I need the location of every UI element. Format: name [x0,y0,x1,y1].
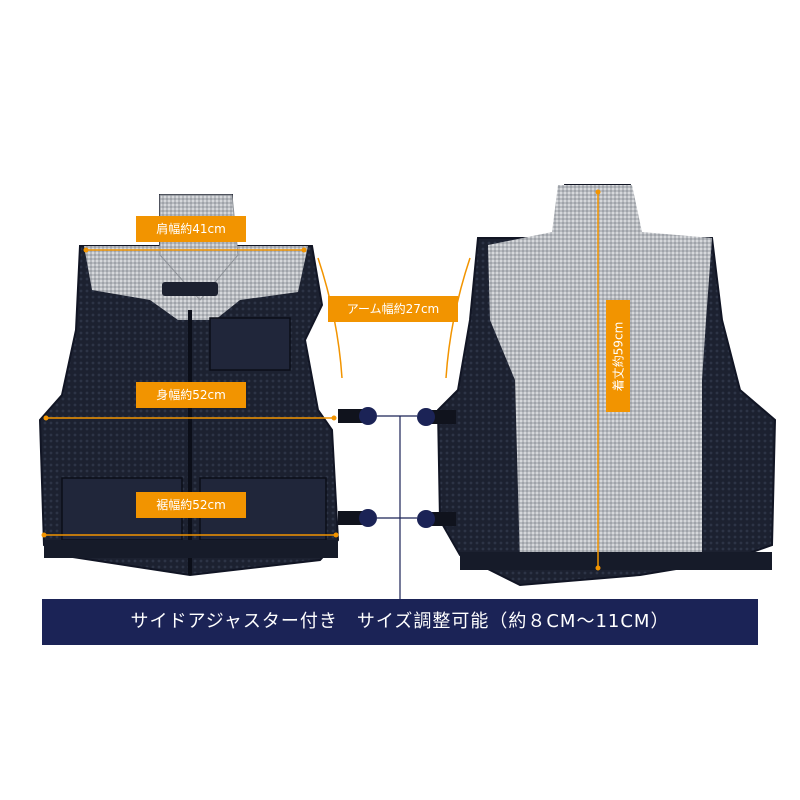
arm-width-label: アーム幅約27cm [328,296,458,322]
adjuster-strap-lower-back [428,512,456,526]
hem-width-label: 裾幅約52cm [136,492,246,518]
adjuster-banner: サイドアジャスター付き サイズ調整可能（約８CM～11CM） [42,599,758,645]
back-reflective-panel [488,185,712,570]
body-width-label: 身幅約52cm [136,382,246,408]
back-hem-band [460,552,772,570]
adjuster-connector-line [377,415,417,600]
adjuster-dot-lower-front [359,509,377,527]
chest-pocket [209,317,291,371]
adjuster-strap-lower-front [338,511,366,525]
length-label-text: 着丈約59cm [611,321,626,391]
adjuster-dot-lower-back [417,510,435,528]
front-hem-band [44,540,338,558]
adjuster-strap-upper-front [338,409,366,423]
length-label: 着丈約59cm [606,300,630,412]
side-adjusters [338,407,456,600]
shoulder-width-label: 肩幅約41cm [136,216,246,242]
adjuster-strap-upper-back [428,410,456,424]
adjuster-dot-upper-back [417,408,435,426]
front-collar-strap [162,282,218,296]
adjuster-dot-upper-front [359,407,377,425]
